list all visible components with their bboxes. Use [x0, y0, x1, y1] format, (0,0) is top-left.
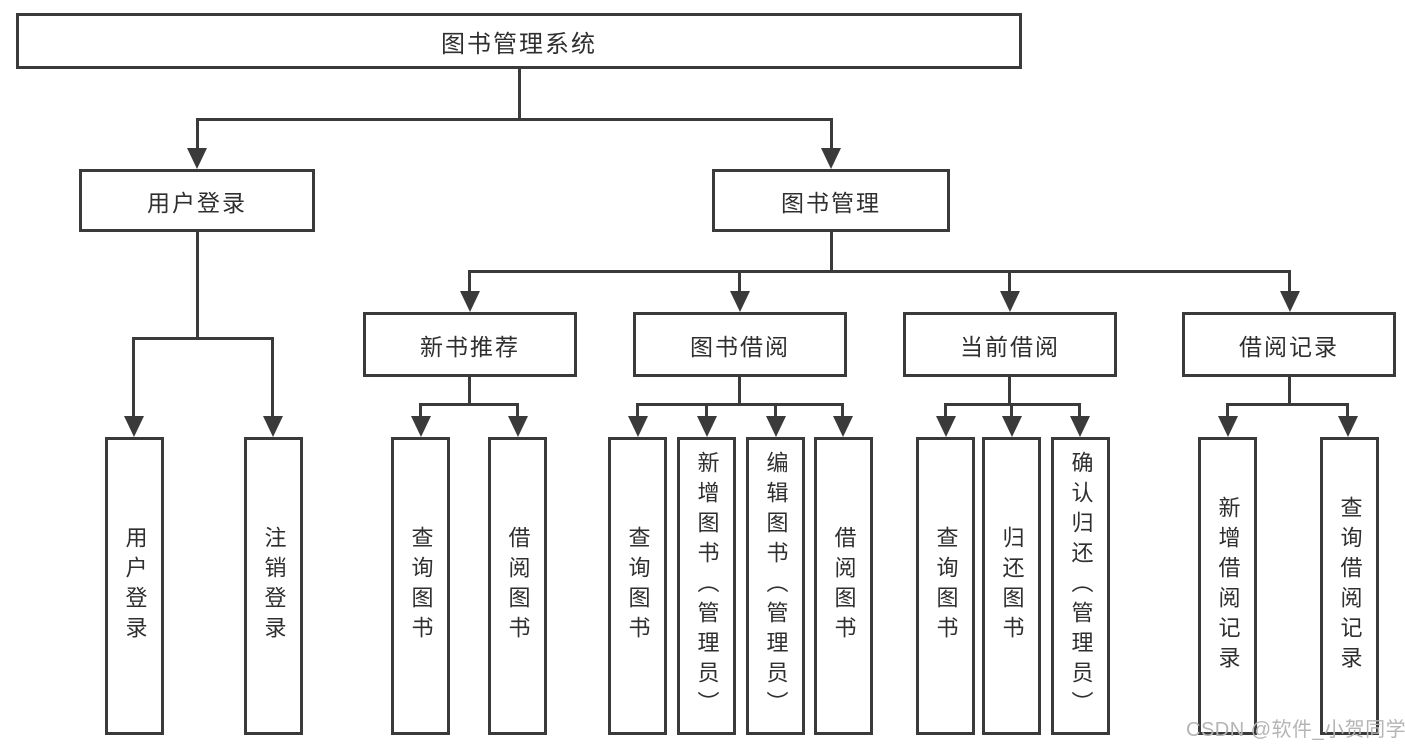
connector-line — [1288, 270, 1291, 296]
connector-line — [841, 403, 844, 422]
node-label: 图书管理系统 — [441, 30, 597, 58]
connector-line — [516, 403, 519, 422]
node-label: 用户登录 — [122, 526, 148, 646]
connector-line — [468, 377, 471, 406]
arrowhead-icon — [411, 416, 431, 437]
node-label: 新增图书（管理员） — [694, 451, 720, 721]
node-label: 编辑图书（管理员） — [763, 451, 789, 721]
node-book-management: 图书管理 — [712, 169, 950, 232]
leaf-add-borrow-record: 新增借阅记录 — [1198, 437, 1257, 735]
arrowhead-icon — [1070, 416, 1090, 437]
leaf-borrow-books-recommend: 借阅图书 — [488, 437, 547, 735]
connector-line — [774, 403, 777, 422]
leaf-query-borrow-record: 查询借阅记录 — [1320, 437, 1379, 735]
node-label: 归还图书 — [999, 526, 1025, 646]
connector-line — [132, 337, 274, 340]
arrowhead-icon — [833, 416, 853, 437]
connector-line — [468, 270, 471, 296]
node-label: 借阅图书 — [831, 526, 857, 646]
leaf-confirm-return-admin: 确认归还（管理员） — [1051, 437, 1110, 735]
node-library-management-system: 图书管理系统 — [16, 13, 1022, 69]
node-new-book-recommendation: 新书推荐 — [363, 312, 577, 377]
node-label: 确认归还（管理员） — [1068, 451, 1094, 721]
connector-line — [1008, 377, 1011, 406]
connector-line — [1078, 403, 1081, 422]
node-label: 借阅记录 — [1239, 333, 1339, 360]
node-label: 用户登录 — [147, 189, 247, 216]
connector-line — [830, 118, 833, 152]
connector-line — [419, 403, 519, 406]
connector-line — [830, 232, 833, 272]
node-label: 查询借阅记录 — [1337, 496, 1363, 676]
connector-line — [132, 337, 135, 422]
connector-line — [1008, 270, 1011, 296]
connector-line — [271, 337, 274, 422]
connector-line — [944, 403, 947, 422]
node-label: 新增借阅记录 — [1215, 496, 1241, 676]
leaf-add-book-admin: 新增图书（管理员） — [677, 437, 736, 735]
node-borrowing-records: 借阅记录 — [1182, 312, 1396, 377]
connector-line — [419, 403, 422, 422]
connector-line — [1346, 403, 1349, 422]
node-label: 注销登录 — [261, 526, 287, 646]
arrowhead-icon — [766, 416, 786, 437]
node-label: 当前借阅 — [960, 333, 1060, 360]
connector-line — [1288, 377, 1291, 406]
arrowhead-icon — [1002, 416, 1022, 437]
arrowhead-icon — [187, 148, 207, 169]
arrowhead-icon — [936, 416, 956, 437]
leaf-logout: 注销登录 — [244, 437, 303, 735]
connector-line — [196, 118, 199, 152]
node-book-borrowing: 图书借阅 — [633, 312, 847, 377]
connector-line — [196, 118, 833, 121]
node-label: 查询图书 — [625, 526, 651, 646]
arrowhead-icon — [730, 291, 750, 312]
connector-line — [738, 377, 741, 406]
arrowhead-icon — [124, 416, 144, 437]
arrowhead-icon — [821, 148, 841, 169]
connector-line — [1226, 403, 1349, 406]
arrowhead-icon — [508, 416, 528, 437]
csdn-watermark: CSDN @软件_小贺同学 — [1186, 719, 1405, 741]
connector-line — [705, 403, 708, 422]
leaf-query-books-recommend: 查询图书 — [391, 437, 450, 735]
arrowhead-icon — [1338, 416, 1358, 437]
node-label: 查询图书 — [933, 526, 959, 646]
node-label: 图书管理 — [781, 189, 881, 216]
arrowhead-icon — [1000, 291, 1020, 312]
connector-line — [196, 232, 199, 337]
connector-line — [738, 270, 741, 296]
arrowhead-icon — [460, 291, 480, 312]
arrowhead-icon — [1280, 291, 1300, 312]
node-label: 查询图书 — [408, 526, 434, 646]
node-label: 图书借阅 — [690, 333, 790, 360]
connector-line — [636, 403, 639, 422]
connector-line — [468, 270, 1291, 273]
arrowhead-icon — [263, 416, 283, 437]
arrowhead-icon — [1218, 416, 1238, 437]
arrowhead-icon — [628, 416, 648, 437]
connector-line — [1226, 403, 1229, 422]
leaf-query-books-current: 查询图书 — [916, 437, 975, 735]
leaf-return-book: 归还图书 — [982, 437, 1041, 735]
leaf-edit-book-admin: 编辑图书（管理员） — [746, 437, 805, 735]
node-label: 借阅图书 — [505, 526, 531, 646]
connector-line — [636, 403, 844, 406]
connector-line — [1010, 403, 1013, 422]
leaf-query-books-borrow: 查询图书 — [608, 437, 667, 735]
arrowhead-icon — [697, 416, 717, 437]
node-current-borrowing: 当前借阅 — [903, 312, 1117, 377]
leaf-user-login: 用户登录 — [105, 437, 164, 735]
connector-line — [518, 68, 521, 120]
node-user-login: 用户登录 — [79, 169, 315, 232]
node-label: 新书推荐 — [420, 333, 520, 360]
leaf-borrow-books: 借阅图书 — [814, 437, 873, 735]
